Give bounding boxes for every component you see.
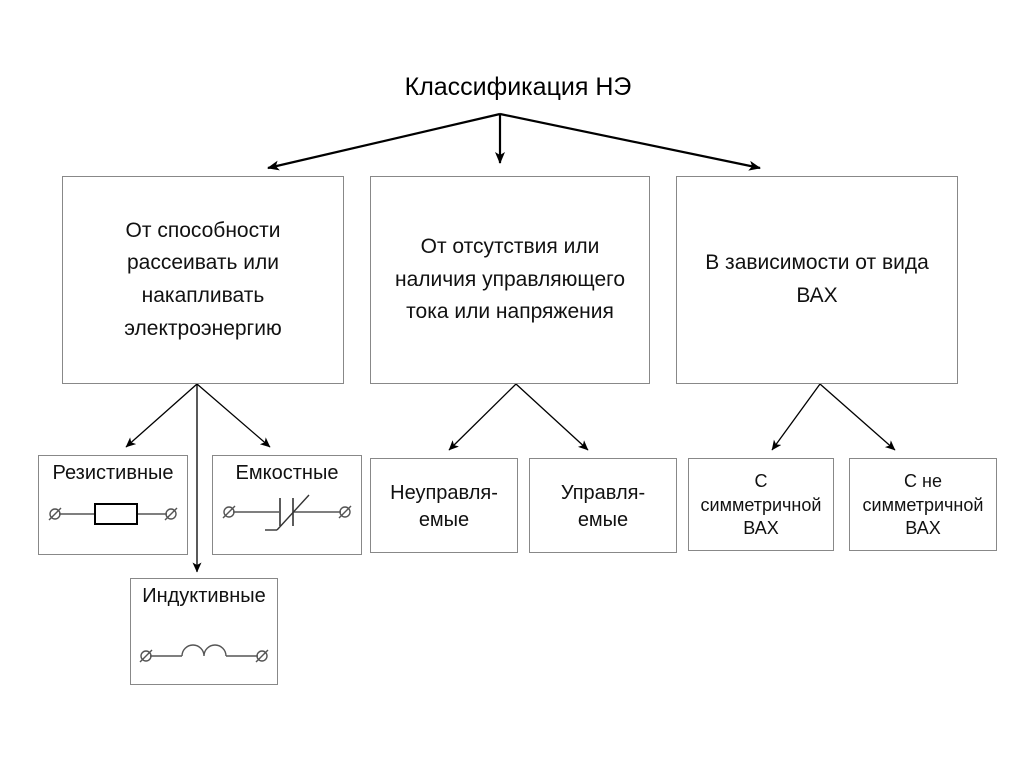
category-label-vax: В зависимости от вида ВАХ <box>705 251 929 307</box>
leaf-box-symmetric[interactable]: С симметричной ВАХ <box>688 458 834 551</box>
leaf-box-asymmetric[interactable]: С не симметричной ВАХ <box>849 458 997 551</box>
leaf-label-inductive: Индуктивные <box>142 585 266 607</box>
arrow-root-to-cat-energy <box>267 112 501 171</box>
cat-vax-connectors <box>771 383 896 451</box>
arrow-cat-vax-to-asymmetric <box>819 383 896 451</box>
arrow-cat-energy-to-capacitive <box>196 383 271 448</box>
leaf-label-uncontrolled: Неуправля- емые <box>390 481 498 531</box>
leaf-box-capacitive[interactable]: Емкостные <box>212 455 362 555</box>
variable-capacitor-symbol <box>222 494 352 531</box>
leaf-label-capacitive: Емкостные <box>235 462 339 484</box>
category-box-vax[interactable]: В зависимости от вида ВАХ <box>676 176 958 384</box>
category-box-energy[interactable]: От способности рассеивать или накапливат… <box>62 176 344 384</box>
leaf-label-asymmetric: С не симметричной ВАХ <box>862 471 984 539</box>
cat-control-connectors <box>448 383 589 451</box>
arrow-cat-energy-to-resistive <box>125 383 198 448</box>
leaf-box-controlled[interactable]: Управля- емые <box>529 458 677 553</box>
leaf-label-symmetric: С симметричной ВАХ <box>700 471 822 539</box>
resistor-symbol <box>48 503 178 525</box>
root-connectors <box>267 112 761 171</box>
category-label-energy: От способности рассеивать или накапливат… <box>124 218 282 340</box>
arrow-cat-control-to-controlled <box>515 383 589 451</box>
leaf-box-uncontrolled[interactable]: Неуправля- емые <box>370 458 518 553</box>
leaf-box-resistive[interactable]: Резистивные <box>38 455 188 555</box>
arrow-root-to-cat-vax <box>499 112 761 171</box>
diagram-title: Классификация НЭ <box>404 73 632 101</box>
arrow-cat-control-to-uncontrolled <box>448 383 517 451</box>
inductor-symbol <box>139 644 269 663</box>
category-box-control[interactable]: От отсутствия или наличия управляющего т… <box>370 176 650 384</box>
arrow-cat-vax-to-symmetric <box>771 383 821 451</box>
leaf-label-controlled: Управля- емые <box>560 481 646 531</box>
leaf-label-resistive: Резистивные <box>52 462 174 484</box>
category-label-control: От отсутствия или наличия управляющего т… <box>394 235 625 324</box>
leaf-box-inductive[interactable]: Индуктивные <box>130 578 278 685</box>
